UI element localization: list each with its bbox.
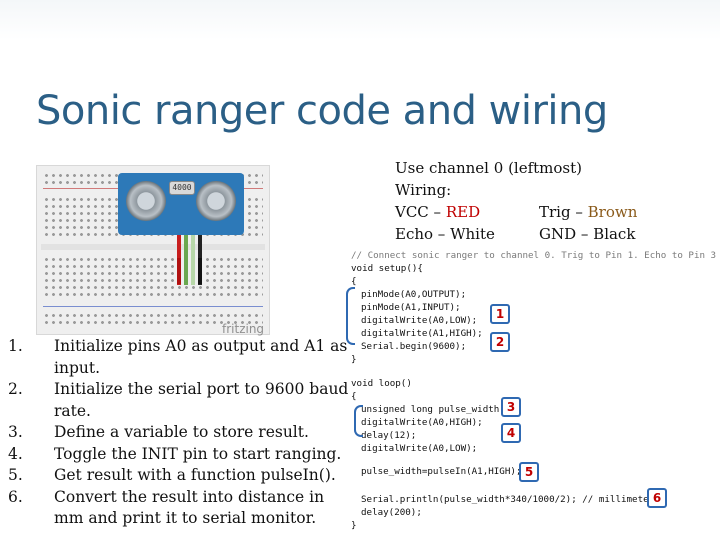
wiring-row-2: Echo – White GND – Black bbox=[395, 223, 635, 245]
code-line: unsigned long pulse_width; bbox=[361, 404, 505, 415]
badge-3: 3 bbox=[501, 397, 521, 417]
code-line: digitalWrite(A0,LOW); bbox=[361, 443, 478, 454]
wire-brown bbox=[184, 235, 188, 285]
lower-holes bbox=[43, 256, 263, 298]
wire-black-lower bbox=[198, 258, 202, 284]
wire-red-lower bbox=[177, 258, 181, 284]
badge-6: 6 bbox=[647, 488, 667, 508]
trig-prefix: Trig – bbox=[539, 203, 588, 221]
code-line: digitalWrite(A0,HIGH); bbox=[361, 417, 483, 428]
badge-5: 5 bbox=[519, 462, 539, 482]
slide-top-band bbox=[0, 0, 720, 40]
badge-1: 1 bbox=[490, 304, 510, 324]
setup-brace bbox=[346, 287, 355, 345]
slide-title: Sonic ranger code and wiring bbox=[36, 88, 608, 134]
wiring-label: Wiring: bbox=[395, 181, 452, 199]
code-line: } bbox=[351, 520, 357, 531]
list-item: 2.Initialize the serial port to 9600 bau… bbox=[8, 380, 349, 420]
code-line: void setup(){ bbox=[351, 263, 423, 274]
code-line: } bbox=[351, 354, 357, 365]
trig-color: Brown bbox=[587, 203, 638, 221]
vcc-color: RED bbox=[445, 203, 481, 221]
badge-4: 4 bbox=[501, 423, 521, 443]
trig-item: Trig – Brown bbox=[539, 201, 637, 223]
fritzing-watermark: fritzing bbox=[222, 322, 265, 336]
list-item: 6.Convert the result into distance in mm… bbox=[8, 487, 325, 528]
code-line: pulse_width=pulseIn(A1,HIGH); bbox=[361, 466, 522, 477]
badge-2: 2 bbox=[490, 332, 510, 352]
list-item: 5.Get result with a function pulseIn(). bbox=[8, 466, 336, 484]
code-line: delay(200); bbox=[361, 507, 422, 518]
sensor-transducer-left bbox=[126, 181, 166, 221]
code-line: void loop() bbox=[351, 378, 412, 389]
gnd-item: GND – Black bbox=[539, 225, 636, 243]
list-item: 1.Initialize pins A0 as output and A1 as… bbox=[8, 337, 348, 377]
sensor-transducer-right bbox=[196, 181, 236, 221]
bottom-rail-line bbox=[43, 306, 263, 307]
code-line: Serial.begin(9600); bbox=[361, 341, 467, 352]
wire-white bbox=[191, 235, 195, 285]
loop-brace bbox=[354, 405, 363, 437]
steps-list: 1.Initialize pins A0 as output and A1 as… bbox=[0, 336, 350, 530]
code-line: digitalWrite(A0,LOW); bbox=[361, 315, 478, 326]
sensor-label: 4000 bbox=[172, 183, 192, 192]
code-line: // Connect sonic ranger to channel 0. Tr… bbox=[351, 250, 717, 261]
code-listing: // Connect sonic ranger to channel 0. Tr… bbox=[346, 249, 720, 531]
channel-text: Use channel 0 (leftmost) bbox=[395, 159, 583, 177]
code-line: { bbox=[351, 276, 357, 287]
echo-item: Echo – White bbox=[395, 225, 495, 243]
code-line: digitalWrite(A1,HIGH); bbox=[361, 328, 483, 339]
list-item: 3.Define a variable to store result. bbox=[8, 423, 309, 441]
list-item: 4.Toggle the INIT pin to start ranging. bbox=[8, 444, 342, 463]
wiring-row-1: VCC – RED Trig – Brown bbox=[395, 201, 637, 223]
code-line: delay(12); bbox=[361, 430, 417, 441]
code-line: pinMode(A1,INPUT); bbox=[361, 302, 461, 313]
center-channel bbox=[41, 244, 265, 250]
code-line: pinMode(A0,OUTPUT); bbox=[361, 289, 467, 300]
sensor-crystal: 4000 bbox=[169, 181, 195, 195]
bottom-rail-holes bbox=[43, 312, 263, 326]
code-line: { bbox=[351, 391, 357, 402]
code-line: Serial.println(pulse_width*340/1000/2); … bbox=[361, 494, 660, 505]
vcc-prefix: VCC – bbox=[395, 203, 446, 221]
ultrasonic-sensor: 4000 bbox=[118, 173, 244, 235]
wiring-info: Use channel 0 (leftmost) Wiring: VCC – R… bbox=[395, 157, 637, 245]
